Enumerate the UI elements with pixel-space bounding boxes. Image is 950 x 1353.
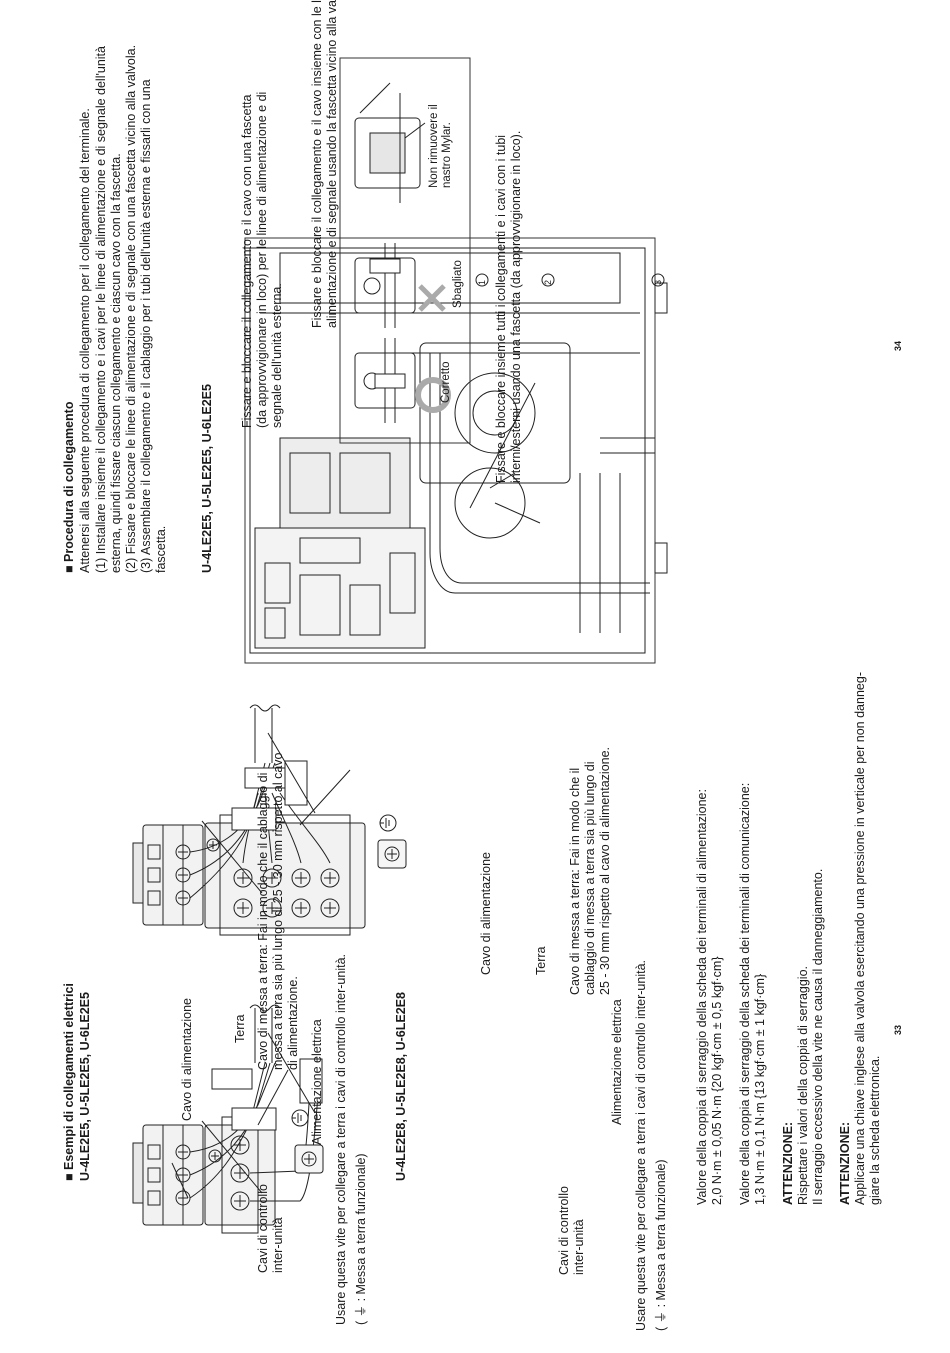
callout-circles [475, 273, 665, 287]
label-cavo-messa-terra-b-2: cablaggio di messa a terra sia più lungo… [583, 761, 597, 995]
callout-1-line-2: (da approvvigionare in loco) per le line… [255, 91, 269, 428]
torque-power-1: Valore della coppia di serraggio della s… [695, 789, 709, 1205]
label-cavi-controllo-a-2: inter-unità [271, 1217, 285, 1273]
model-heading-right: U-4LE2E5, U-5LE2E5, U-6LE2E5 [200, 384, 214, 573]
section-title-esempi: ■ Esempi di collegamenti elettrici [62, 983, 76, 1181]
procedura-step-3b: fascetta. [154, 525, 168, 573]
callout-3-line-2: interni/esterni usando una fascetta (da … [509, 130, 523, 483]
label-alimentazione-b: Alimentazione elettrica [610, 999, 624, 1125]
attenzione-text-2b: giare la scheda elettronica. [868, 1055, 882, 1205]
procedura-intro: Attenersi alla seguente procedura di col… [78, 108, 92, 573]
model-heading-a: U-4LE2E5, U-5LE2E5, U-6LE2E5 [78, 992, 92, 1181]
label-cavo-messa-terra-a-2: messa a terra sia più lungo di 25 - 30 m… [271, 752, 285, 1070]
label-terra-b: Terra [534, 946, 548, 975]
label-terra-a: Terra [233, 1014, 247, 1043]
label-cavo-alimentazione-a: Cavo di alimentazione [180, 998, 194, 1121]
label-cavo-messa-terra-b-3: 25 - 30 mm rispetto al cavo di alimentaz… [598, 746, 612, 995]
label-mylar-1: Non rimuovere il [428, 104, 440, 188]
outdoor-unit-drawing [244, 237, 668, 664]
callout-number-3: 3 [653, 279, 663, 285]
attenzione-title-2: ATTENZIONE: [838, 1121, 852, 1205]
inset-box [339, 57, 471, 444]
label-cavo-messa-terra-b-1: Cavo di messa a terra: Fai in modo che i… [568, 767, 582, 995]
note-messa-terra-b: ( ⏚ : Messa a terra funzionale) [654, 1159, 668, 1331]
wiring-diagram-a [132, 1004, 324, 1234]
attenzione-text-2a: Applicare una chiave inglese alla valvol… [853, 672, 867, 1205]
callout-1-line-3: segnale dell'unità esterna. [270, 283, 284, 428]
procedura-step-1a: (1) Installare insieme il collegamento e… [94, 46, 108, 573]
callout-2-line-1: Fissare e bloccare il collegamento e il … [310, 0, 324, 328]
attenzione-text-1a: Rispettare i valori della coppia di serr… [796, 965, 810, 1205]
label-alimentazione-a: Alimentazione elettrica [310, 1019, 324, 1145]
torque-comm-1: Valore della coppia di serraggio della s… [738, 782, 752, 1205]
label-cavi-controllo-b-2: inter-unità [572, 1219, 586, 1275]
procedura-step-2: (2) Fissare e bloccare le linee di alime… [124, 44, 138, 573]
section-title-procedura: ■ Procedura di collegamento [62, 401, 76, 573]
note-messa-terra-a: ( ⏚ : Messa a terra funzionale) [354, 1153, 368, 1325]
attenzione-text-1b: Il serraggio eccessivo della vite ne cau… [811, 868, 825, 1205]
callout-number-1: 1 [477, 279, 487, 285]
procedura-step-3a: (3) Assemblare il collegamento e il cabl… [139, 79, 153, 573]
model-heading-b: U-4LE2E8, U-5LE2E8, U-6LE2E8 [394, 992, 408, 1181]
page-number-34: 34 [893, 340, 903, 351]
callout-3-line-1: Fissare e bloccare insieme tutti i colle… [494, 134, 508, 483]
torque-comm-2: 1,3 N·m ± 0,1 N·m {13 kgf·cm ± 1 kgf·cm} [753, 973, 767, 1205]
callout-2-line-2: alimentazione e di segnale usando la fas… [325, 0, 339, 328]
page-number-33: 33 [893, 1024, 903, 1035]
torque-power-2: 2,0 N·m ± 0,05 N·m {20 kgf·cm ± 0,5 kgf·… [710, 956, 724, 1205]
attenzione-title-1: ATTENZIONE: [781, 1121, 795, 1205]
label-mylar-2: nastro Mylar. [441, 122, 453, 188]
label-cavi-controllo-b-1: Cavi di controllo [557, 1186, 571, 1275]
procedura-step-1b: esterna, quindi fissare ciascun collegam… [109, 153, 123, 573]
note-vite-b: Usare questa vite per collegare a terra … [634, 959, 648, 1331]
label-sbagliato: Sbagliato [452, 260, 464, 308]
label-cavo-messa-terra-a-1: Cavo di messa a terra: Fai in modo che i… [256, 772, 270, 1070]
callout-1-line-1: Fissare e bloccare il collegamento e il … [240, 94, 254, 428]
label-cavo-messa-terra-a-3: di alimentazione. [286, 976, 300, 1070]
wiring-diagram-b [132, 704, 407, 936]
label-cavi-controllo-a-1: Cavi di controllo [256, 1184, 270, 1273]
callout-number-2: 2 [543, 279, 553, 285]
label-corretto: Corretto [440, 361, 452, 403]
label-cavo-alimentazione-b: Cavo di alimentazione [479, 852, 493, 975]
note-vite-a: Usare questa vite per collegare a terra … [334, 953, 348, 1325]
